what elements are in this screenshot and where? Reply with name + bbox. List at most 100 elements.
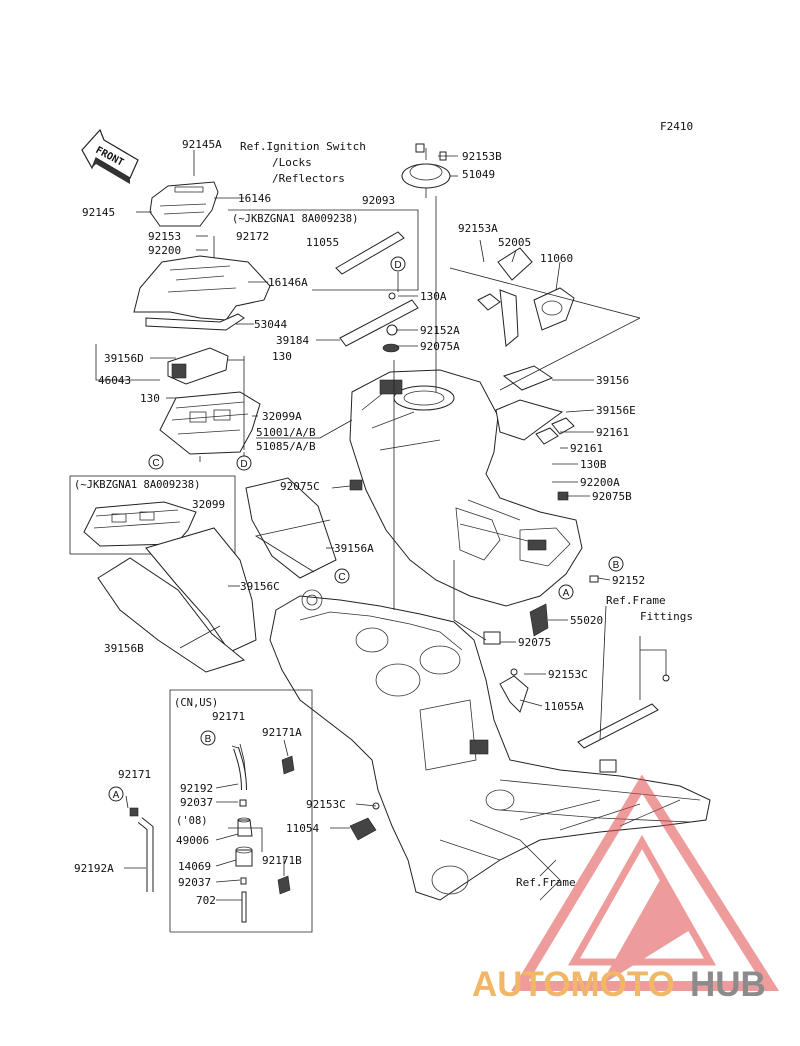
circle-ref-c-left: C — [148, 454, 164, 470]
circle-ref-d-left: D — [236, 455, 252, 471]
callout-92192: 92192 — [180, 782, 213, 795]
figure-code: F2410 — [660, 120, 693, 133]
callout-92161-b: 92161 — [570, 442, 603, 455]
svg-text:A: A — [113, 790, 120, 801]
callout-92171-b: 92171 — [118, 768, 151, 781]
watermark-auto: AUTOMOTO — [472, 965, 675, 1004]
callout-92145A: 92145A — [182, 138, 222, 151]
callout-130-a: 130 — [272, 350, 292, 363]
circle-ref-b-hose: B — [200, 730, 216, 746]
ref-frame-fittings-1: Ref.Frame — [606, 594, 666, 607]
callout-16146A: 16146A — [268, 276, 308, 289]
callout-46043: 46043 — [98, 374, 131, 387]
callout-92171A: 92171A — [262, 726, 302, 739]
note-year: ('08) — [176, 815, 208, 827]
tray-39156D — [167, 347, 229, 385]
callout-11060: 11060 — [540, 252, 573, 265]
callout-92075A: 92075A — [420, 340, 460, 353]
tray-32099A — [159, 391, 261, 455]
circle-ref-a-hose: A — [108, 786, 124, 802]
frame-fitting-bar — [577, 674, 670, 749]
callout-52005: 52005 — [498, 236, 531, 249]
watermark-triangle-logo — [511, 774, 780, 991]
callout-39156C: 39156C — [240, 580, 280, 593]
svg-text:D: D — [394, 260, 401, 271]
svg-text:C: C — [338, 572, 345, 583]
callout-49006: 49006 — [176, 834, 209, 847]
callout-92152: 92152 — [612, 574, 645, 587]
callout-702: 702 — [196, 894, 216, 907]
callout-92145: 92145 — [82, 206, 115, 219]
front-arrow: FRONT — [81, 128, 139, 184]
callout-39156E: 39156E — [596, 404, 636, 417]
svg-text:B: B — [205, 734, 212, 745]
callout-92075B: 92075B — [592, 490, 632, 503]
circle-ref-d-top: D — [390, 256, 406, 272]
callout-92153A: 92153A — [458, 222, 498, 235]
callout-39156A: 39156A — [334, 542, 374, 555]
pad-39156E — [495, 399, 564, 441]
pads-92161 — [535, 417, 575, 445]
frame — [269, 589, 711, 901]
callout-92093: 92093 — [362, 194, 395, 207]
callout-39156: 39156 — [596, 374, 629, 387]
callout-92037-a: 92037 — [180, 796, 213, 809]
ref-ignition-1: Ref.Ignition Switch — [240, 140, 366, 153]
ref-frame-fittings-2: Fittings — [640, 610, 693, 623]
callout-92037-b: 92037 — [178, 876, 211, 889]
callout-92192A: 92192A — [74, 862, 114, 875]
circle-ref-a-tank: A — [558, 584, 574, 600]
mat-39156B — [97, 557, 246, 673]
callout-51001: 51001/A/B — [256, 426, 316, 439]
bracket-11054 — [349, 802, 380, 841]
callout-32099: 32099 — [192, 498, 225, 511]
callout-92172: 92172 — [236, 230, 269, 243]
leader-lines — [95, 148, 667, 901]
hose-92192A — [129, 807, 154, 892]
callout-92075: 92075 — [518, 636, 551, 649]
callout-92200A: 92200A — [580, 476, 620, 489]
callout-14069: 14069 — [178, 860, 211, 873]
ref-frame: Ref.Frame — [516, 876, 576, 889]
watermark: AUTOMOTO HUB — [472, 774, 780, 1004]
callout-39184: 39184 — [276, 334, 309, 347]
callout-130A: 130A — [420, 290, 447, 303]
callout-55020: 55020 — [570, 614, 603, 627]
callout-130B: 130B — [580, 458, 607, 471]
callout-11055A: 11055A — [544, 700, 584, 713]
callout-39156D: 39156D — [104, 352, 144, 365]
fuel-tank — [349, 369, 583, 607]
seat-cover-16146A — [133, 255, 271, 331]
note-serial-b: (~JKBZGNA1 8A009238) — [232, 213, 358, 225]
circle-ref-c-frame: C — [334, 568, 350, 584]
circle-ref-b-tank: B — [608, 556, 624, 572]
callout-92171B: 92171B — [262, 854, 302, 867]
callout-92200: 92200 — [148, 244, 181, 257]
svg-text:D: D — [240, 459, 247, 470]
callout-51049: 51049 — [462, 168, 495, 181]
callout-92153C-l: 92153C — [306, 798, 346, 811]
grommets-92075 — [349, 479, 599, 645]
callout-92171-a: 92171 — [212, 710, 245, 723]
note-region: (CN,US) — [174, 697, 218, 709]
mat-39156C — [145, 527, 257, 653]
watermark-hub: HUB — [690, 965, 766, 1004]
mat-39156A — [245, 477, 337, 579]
callout-92152A: 92152A — [420, 324, 460, 337]
bracket-11055A — [499, 668, 529, 713]
callout-labels: 92145A 16146 92145 92153 92200 16146A 53… — [74, 138, 693, 907]
callout-92075C: 92075C — [280, 480, 320, 493]
fuel-pump-52005 — [477, 247, 575, 347]
breather-box — [169, 689, 313, 933]
callout-39156B: 39156B — [104, 642, 144, 655]
reference-circles: D C D C B A B A — [108, 256, 624, 802]
seat-cover-16146 — [149, 181, 219, 227]
serial-box-11055 — [228, 209, 419, 291]
pad-39156 — [502, 365, 554, 391]
svg-text:B: B — [613, 560, 620, 571]
plate-39184 — [339, 292, 419, 353]
ref-ignition-2: /Locks — [272, 156, 312, 169]
callout-32099A: 32099A — [262, 410, 302, 423]
svg-text:C: C — [152, 458, 159, 469]
